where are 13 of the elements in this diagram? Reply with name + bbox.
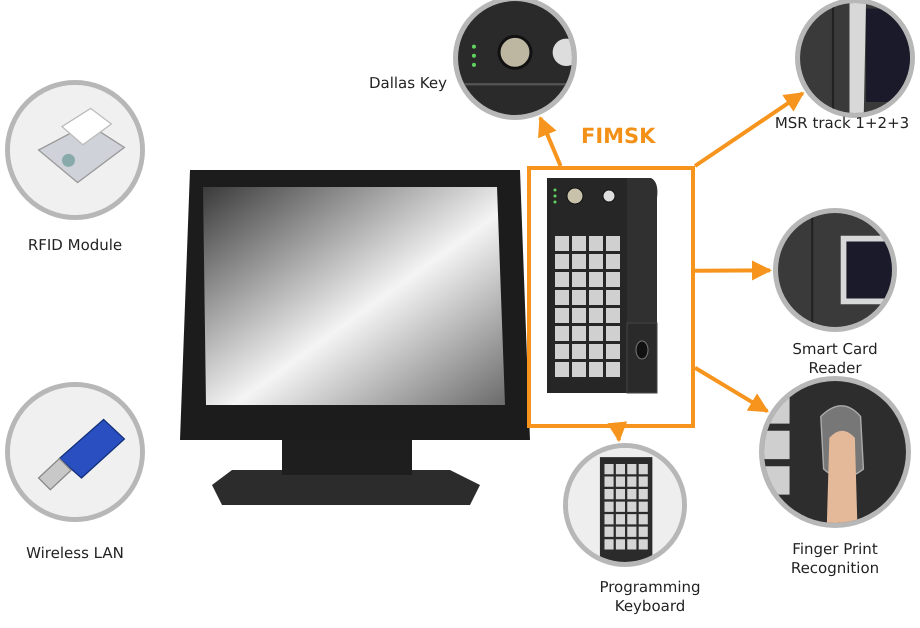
arrow [607, 421, 628, 442]
component-label: Dallas Key [368, 74, 447, 93]
arrow [538, 116, 562, 167]
component-label: Finger Print Recognition [790, 540, 880, 578]
component-label: Wireless LAN [25, 544, 125, 563]
arrow [694, 92, 804, 168]
component-label: MSR track 1+2+3 [774, 114, 910, 133]
component-label: Programming Keyboard [598, 578, 702, 616]
component-label: RFID Module [26, 236, 124, 255]
arrow [694, 366, 770, 413]
module-heading: FIMSK [581, 124, 656, 148]
arrow [694, 260, 772, 280]
component-label: Smart Card Reader [791, 340, 879, 378]
